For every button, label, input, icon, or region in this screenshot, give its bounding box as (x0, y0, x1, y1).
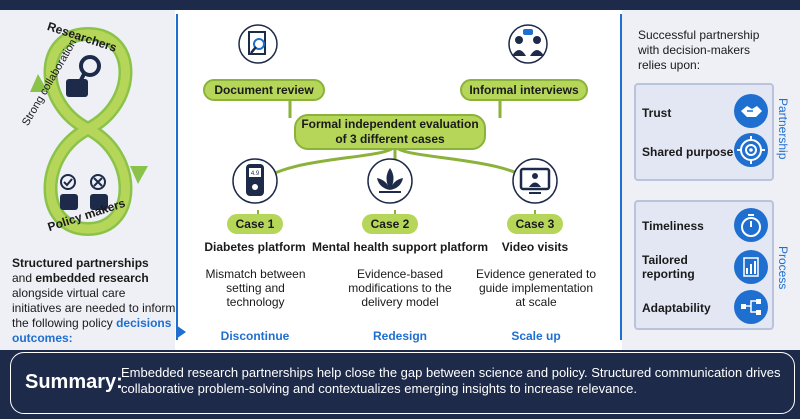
glucose-meter-icon: 4.9 (232, 158, 278, 204)
lead-text: Structured partnerships and embedded res… (12, 256, 177, 346)
glucose-reading: 4.9 (251, 171, 260, 177)
cycle-arrow-top (30, 74, 48, 92)
lead-bold-2: embedded research (35, 271, 149, 285)
researcher-magnifier-icon (66, 55, 101, 97)
document-search-icon (238, 24, 278, 64)
stopwatch-icon (734, 208, 768, 242)
tailored-reporting-label: Tailored reporting (642, 253, 695, 281)
divider-right (620, 14, 622, 340)
case-1-pill: Case 1 (227, 214, 283, 234)
case-2-description: Evidence-based modifications to the deli… (348, 267, 452, 309)
process-side-label: Process (776, 246, 790, 290)
lead-body: alongside virtual care initiatives are n… (12, 286, 176, 330)
document-review-pill: Document review (203, 79, 325, 101)
shared-purpose-label: Shared purpose (642, 145, 734, 159)
adapt-flow-icon (734, 290, 768, 324)
case-3-pill: Case 3 (507, 214, 563, 234)
summary-bar: Summary: Embedded research partnerships … (0, 350, 800, 419)
lead-and: and (12, 271, 36, 285)
formal-evaluation-pill: Formal independent evaluation of 3 diffe… (294, 114, 486, 150)
right-intro: Successful partnership with decision-mak… (638, 28, 760, 72)
partnership-side-label: Partnership (776, 98, 790, 160)
adaptability-label: Adaptability (642, 301, 711, 315)
case-1-outcome: Discontinue (220, 329, 290, 343)
case-2-title: Mental health support platform (311, 240, 488, 254)
lead-highlight: decisions outcomes: (12, 316, 172, 345)
handshake-icon (734, 94, 768, 128)
video-visit-icon (512, 158, 558, 204)
case-1-description: Mismatch between setting and technology (205, 267, 306, 309)
case-2-pill: Case 2 (362, 214, 418, 234)
case-3-description: Evidence generated to guide implementati… (475, 267, 597, 309)
report-chart-icon (734, 250, 768, 284)
collaboration-cycle-diagram (30, 26, 148, 237)
summary-text: Embedded research partnerships help clos… (121, 365, 781, 396)
case-3-outcome: Scale up (511, 329, 561, 343)
divider-left (176, 14, 178, 340)
chevron-right-icon (176, 325, 186, 339)
trust-label: Trust (642, 106, 672, 120)
summary-label: Summary: (25, 371, 123, 393)
evaluation-line-2: of 3 different cases (335, 132, 445, 146)
top-bar (0, 0, 800, 10)
case-1-title: Diabetes platform (204, 240, 306, 254)
lotus-icon (367, 158, 413, 204)
timeliness-label: Timeliness (642, 219, 704, 233)
target-icon (734, 133, 768, 167)
case-3-title: Video visits (501, 240, 569, 254)
interview-people-icon (508, 24, 548, 64)
left-panel (0, 10, 175, 350)
lead-bold-1: Structured partnerships (12, 256, 149, 270)
summary-frame: Summary: Embedded research partnerships … (10, 352, 795, 414)
informal-interviews-pill: Informal interviews (460, 79, 588, 101)
case-2-outcome: Redesign (372, 329, 427, 343)
cycle-arrow-bottom (130, 166, 148, 184)
evaluation-line-1: Formal independent evaluation (301, 117, 479, 131)
policy-makers-icon (60, 174, 108, 210)
